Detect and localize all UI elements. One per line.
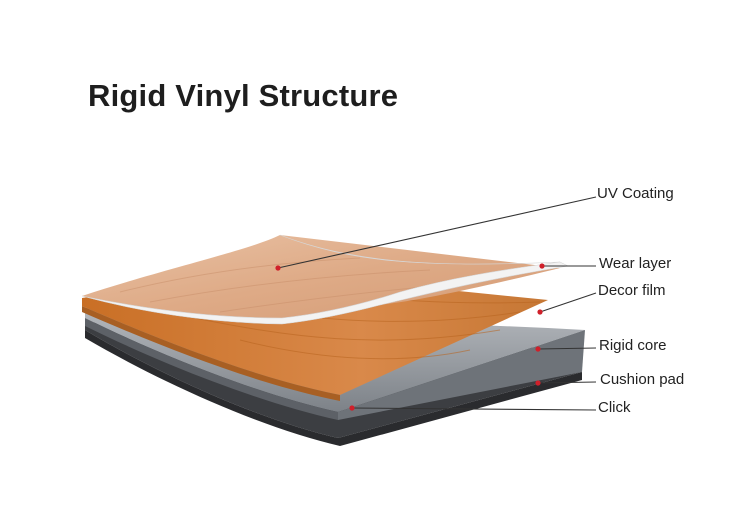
top-wood-sheet <box>82 235 560 324</box>
leader-lines <box>277 196 597 411</box>
wear-layer-film <box>81 234 569 325</box>
label-decor-film: Decor film <box>598 282 666 299</box>
leader-click <box>351 407 597 411</box>
rigid-core-edge <box>338 330 585 420</box>
leader-cushion-pad <box>537 381 597 384</box>
marker-cushion-pad <box>535 380 541 386</box>
label-uv-coating: UV Coating <box>597 185 674 202</box>
marker-wear-layer <box>539 263 545 269</box>
diagram-title: Rigid Vinyl Structure <box>88 78 399 113</box>
leader-uv-coating <box>277 196 597 269</box>
label-cushion-pad: Cushion pad <box>600 371 685 388</box>
label-wear-layer: Wear layer <box>599 255 672 272</box>
leader-rigid-core <box>537 347 597 350</box>
click-edge <box>85 330 582 446</box>
marker-decor-film <box>537 309 543 315</box>
marker-click <box>349 405 355 411</box>
label-click: Click <box>598 399 631 416</box>
marker-uv-coating <box>275 265 281 271</box>
label-rigid-core: Rigid core <box>599 337 667 354</box>
leader-decor-film <box>539 292 597 313</box>
markers <box>275 263 545 411</box>
marker-rigid-core <box>535 346 541 352</box>
